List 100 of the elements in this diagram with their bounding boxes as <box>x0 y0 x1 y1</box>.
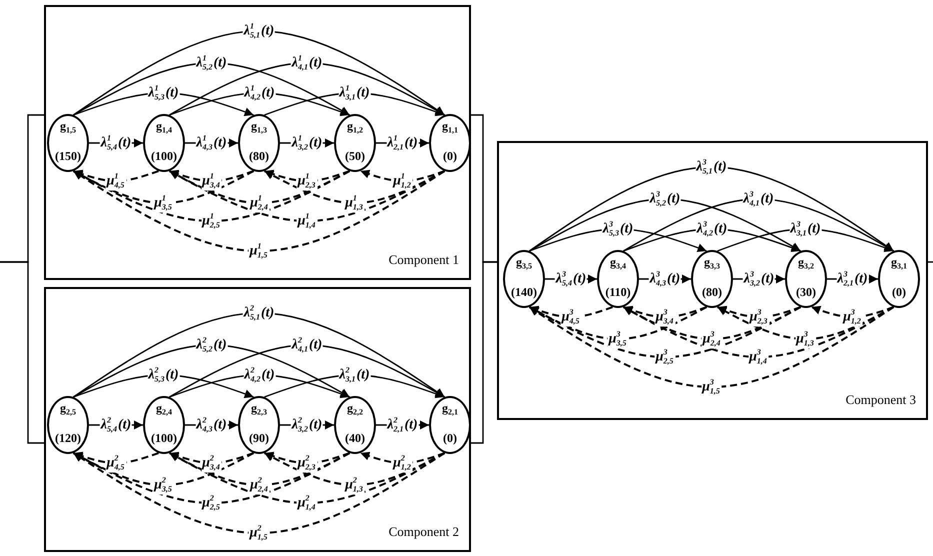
edge-label: λ$^{1}$$_{4,3}$(t) <box>195 134 228 152</box>
state-value: (0) <box>892 286 906 298</box>
edge-label: λ$^{3}$$_{5,4}$(t) <box>554 270 588 288</box>
state-ellipse <box>597 250 639 308</box>
edge-label: λ$^{2}$$_{5,4}$(t) <box>100 416 132 434</box>
state-label: g$_{1,3}$ <box>251 120 267 134</box>
transition-arrow <box>169 62 445 116</box>
state-ellipse <box>47 114 89 172</box>
edge-label: λ$^{2}$$_{4,2}$(t) <box>243 366 276 384</box>
transition-arrow <box>73 344 350 398</box>
state-value: (120) <box>55 432 81 444</box>
transition-arrow <box>528 306 894 388</box>
transition-arrow <box>264 452 350 464</box>
state-label: g$_{1,2}$ <box>347 120 363 134</box>
connector-line <box>928 261 933 263</box>
transition-arrow <box>72 170 446 252</box>
state-value: (140) <box>511 286 537 298</box>
edge-label: λ$^{3}$$_{4,3}$(t) <box>648 270 682 288</box>
transition-arrow <box>72 170 350 222</box>
component-label: Component 1 <box>388 252 459 268</box>
transition-arrow <box>73 30 445 116</box>
edge-label: λ$^{3}$$_{3,1}$(t) <box>789 220 822 238</box>
state-label: g$_{1,5}$ <box>60 120 76 134</box>
transition-arrow <box>73 62 350 116</box>
edge-label: λ$^{1}$$_{5,3}$(t) <box>147 84 180 102</box>
transition-arrow <box>717 306 801 318</box>
state-value: (80) <box>249 150 269 162</box>
transition-arrow <box>72 452 446 534</box>
state-ellipse <box>238 114 280 172</box>
state-label: g$_{2,1}$ <box>442 402 458 416</box>
state-ellipse <box>334 114 376 172</box>
edge-label: λ$^{2}$$_{5,1}$(t) <box>242 304 276 322</box>
state-label: g$_{2,2}$ <box>347 402 363 416</box>
transition-arrow <box>73 312 445 398</box>
state-value: (0) <box>443 432 457 444</box>
transition-arrow <box>528 306 802 358</box>
edge-label: λ$^{2}$$_{5,3}$(t) <box>147 366 180 384</box>
transition-arrow <box>529 166 894 252</box>
edge-label: λ$^{1}$$_{4,1}$(t) <box>290 54 324 72</box>
state-ellipse <box>691 250 733 308</box>
edge-label: λ$^{3}$$_{3,2}$(t) <box>742 270 776 288</box>
state-label: g$_{2,3}$ <box>251 402 267 416</box>
edge-label: λ$^{3}$$_{4,2}$(t) <box>696 220 728 238</box>
edge-label: λ$^{1}$$_{3,1}$(t) <box>338 84 371 102</box>
edge-label: λ$^{1}$$_{4,2}$(t) <box>243 84 276 102</box>
transition-arrow <box>529 306 613 318</box>
edge-label: λ$^{2}$$_{5,2}$(t) <box>195 336 228 354</box>
edge-label: λ$^{3}$$_{5,2}$(t) <box>648 190 682 208</box>
state-label: g$_{3,5}$ <box>516 256 532 270</box>
edge-label: λ$^{3}$$_{5,1}$(t) <box>695 158 728 176</box>
state-value: (100) <box>151 432 177 444</box>
edge-label: λ$^{3}$$_{2,1}$(t) <box>836 270 869 288</box>
edge-label: λ$^{2}$$_{3,2}$(t) <box>290 416 324 434</box>
edge-label: λ$^{3}$$_{4,1}$(t) <box>742 190 775 208</box>
state-ellipse <box>429 396 471 454</box>
state-value: (30) <box>796 286 816 298</box>
state-label: g$_{2,4}$ <box>156 402 172 416</box>
state-ellipse <box>503 250 545 308</box>
transition-arrow <box>73 452 159 464</box>
transition-arrow <box>169 344 445 398</box>
state-value: (50) <box>345 150 365 162</box>
state-value: (90) <box>249 432 269 444</box>
state-ellipse <box>334 396 376 454</box>
state-value: (110) <box>605 286 631 298</box>
transition-arrow <box>264 170 350 182</box>
state-ellipse <box>143 396 185 454</box>
component-label: Component 3 <box>846 392 916 408</box>
state-label: g$_{3,4}$ <box>610 256 626 270</box>
edge-label: λ$^{2}$$_{4,3}$(t) <box>195 416 228 434</box>
state-value: (80) <box>702 286 722 298</box>
edge-label: λ$^{3}$$_{5,3}$(t) <box>602 220 634 238</box>
state-value: (100) <box>151 150 177 162</box>
edge-label: λ$^{2}$$_{4,1}$(t) <box>290 336 324 354</box>
transition-arrow <box>360 452 445 464</box>
transition-arrow <box>169 452 254 464</box>
transition-arrow <box>623 198 894 252</box>
transition-arrow <box>73 170 159 182</box>
edge-label: λ$^{1}$$_{2,1}$(t) <box>386 134 419 152</box>
state-ellipse <box>143 114 185 172</box>
state-value: (0) <box>443 150 457 162</box>
state-ellipse <box>238 396 280 454</box>
edge-label: λ$^{2}$$_{3,1}$(t) <box>338 366 371 384</box>
state-label: g$_{3,2}$ <box>798 256 814 270</box>
transition-arrow <box>622 306 894 358</box>
edge-label: λ$^{2}$$_{2,1}$(t) <box>386 416 419 434</box>
state-value: (150) <box>55 150 81 162</box>
transition-arrow <box>811 306 894 318</box>
transition-arrow <box>529 198 801 252</box>
transition-arrow <box>72 452 350 504</box>
connector-line <box>471 261 497 444</box>
transition-arrow <box>360 170 445 182</box>
state-label: g$_{3,1}$ <box>891 256 907 270</box>
state-label: g$_{1,4}$ <box>156 120 172 134</box>
edge-label: λ$^{1}$$_{5,2}$(t) <box>195 54 228 72</box>
connector-line <box>0 261 44 444</box>
component-label: Component 2 <box>388 524 459 540</box>
state-ellipse <box>878 250 920 308</box>
state-value: (40) <box>345 432 365 444</box>
state-label: g$_{3,3}$ <box>704 256 720 270</box>
state-ellipse <box>47 396 89 454</box>
